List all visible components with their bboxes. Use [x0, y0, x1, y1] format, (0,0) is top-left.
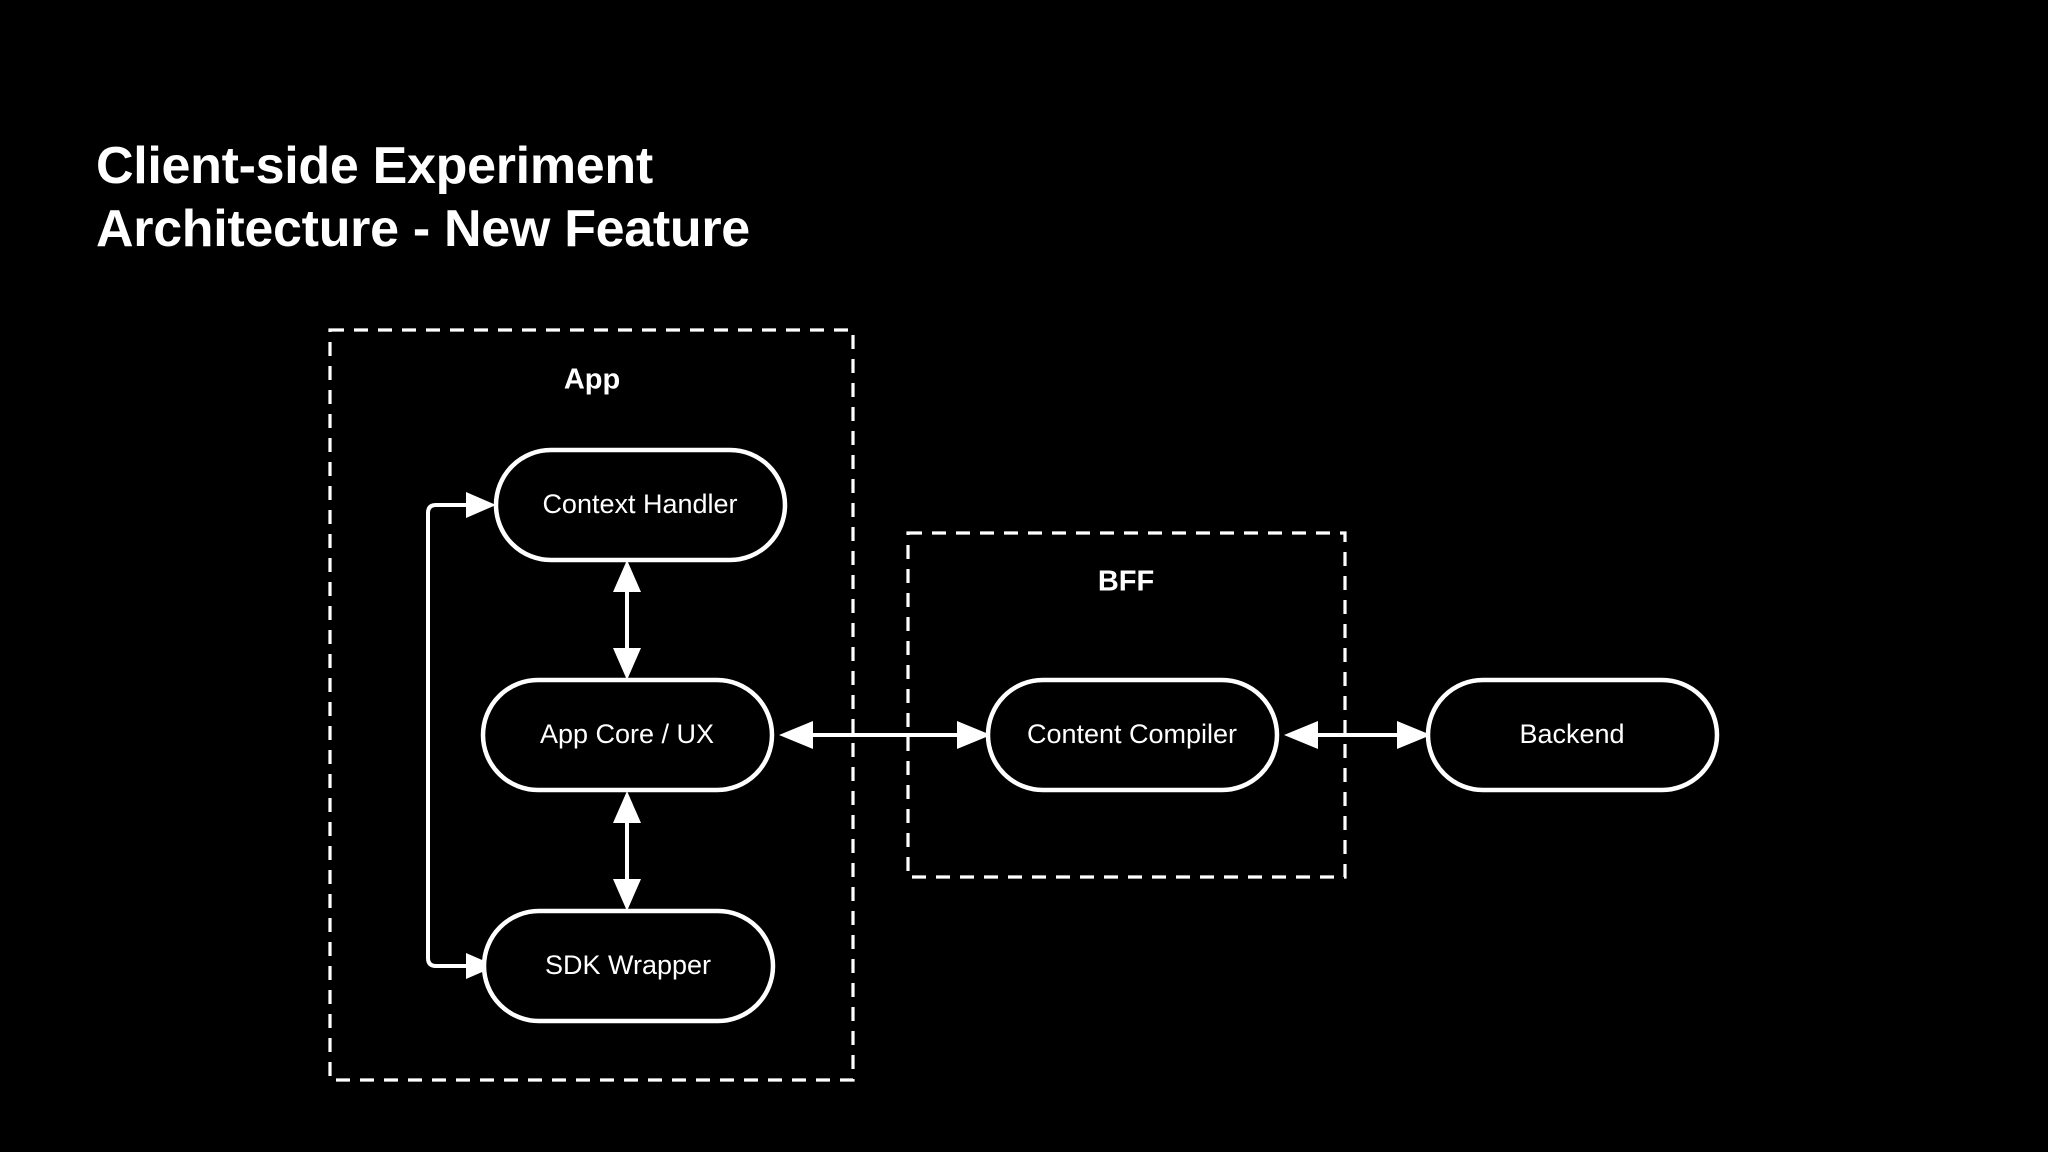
node-app-core-shape[interactable]: [480, 677, 775, 793]
cluster-bff-label: BFF: [1098, 566, 1154, 598]
arrow-head-left-cc: [1284, 721, 1318, 749]
edge-content-compiler-backend: [1284, 721, 1431, 749]
edge-app-core-content-compiler: [779, 721, 991, 749]
node-content-compiler[interactable]: Content Compiler: [985, 677, 1280, 793]
node-app-core[interactable]: App Core / UX: [480, 677, 775, 793]
edge-bracket-spine: [426, 503, 481, 968]
arrow-head-up-ch: [613, 560, 641, 592]
edge-bracket-to-context-handler: [426, 492, 496, 979]
node-context-handler-label: Context Handler: [542, 489, 737, 519]
cluster-bff: BFF: [906, 531, 1347, 879]
arrow-head-up-ac: [613, 791, 641, 823]
edge-app-core-sdk-wrapper: [613, 791, 641, 911]
arrow-head-right-be: [1397, 721, 1431, 749]
cluster-app-box: [328, 328, 855, 1082]
node-content-compiler-shape[interactable]: [985, 677, 1280, 793]
node-sdk-wrapper-label: SDK Wrapper: [545, 950, 711, 980]
node-app-core-label: App Core / UX: [540, 719, 714, 749]
page-title: Client-side Experiment Architecture - Ne…: [96, 137, 750, 259]
edge-context-handler-app-core: [613, 560, 641, 680]
arrow-head-down-sw: [613, 879, 641, 911]
cluster-app: App: [328, 328, 855, 1082]
node-context-handler[interactable]: Context Handler: [493, 447, 788, 563]
node-backend[interactable]: Backend: [1425, 677, 1720, 793]
node-sdk-wrapper[interactable]: SDK Wrapper: [481, 908, 776, 1024]
cluster-app-label: App: [564, 364, 620, 396]
arrow-head-sdk-wrapper: [466, 953, 496, 979]
arrow-head-right-cc: [957, 721, 991, 749]
cluster-bff-box: [906, 531, 1347, 879]
node-content-compiler-label: Content Compiler: [1027, 719, 1237, 749]
arrow-head-context-handler: [466, 492, 496, 518]
node-backend-shape[interactable]: [1425, 677, 1720, 793]
node-context-handler-shape[interactable]: [493, 447, 788, 563]
arrow-head-left-ac: [779, 721, 813, 749]
node-backend-label: Backend: [1519, 719, 1624, 749]
node-sdk-wrapper-shape[interactable]: [481, 908, 776, 1024]
arrow-head-down-ac: [613, 648, 641, 680]
